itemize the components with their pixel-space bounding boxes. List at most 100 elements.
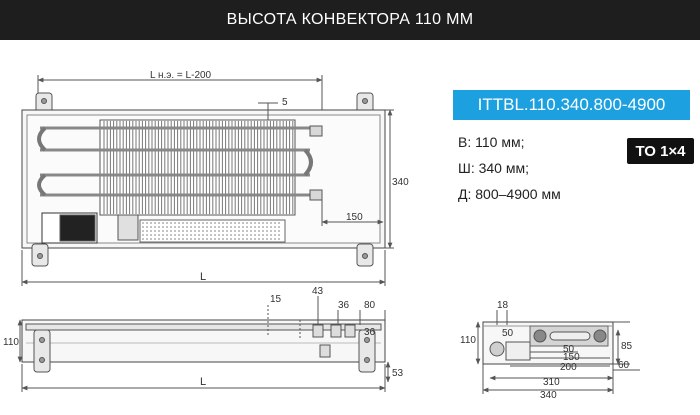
- grille-dot: [198, 226, 200, 228]
- grille-dot: [214, 230, 216, 232]
- grille-dot: [218, 226, 220, 228]
- grille-dot: [206, 222, 208, 224]
- grille-dot: [274, 230, 276, 232]
- grille-dot: [278, 238, 280, 240]
- grille-dot: [190, 234, 192, 236]
- grille-dot: [178, 226, 180, 228]
- grille-dot: [174, 238, 176, 240]
- top-view-dim-5: 5: [282, 97, 288, 108]
- grille-dot: [206, 230, 208, 232]
- grille-dot: [142, 230, 144, 232]
- grille-dot: [154, 234, 156, 236]
- grille-dot: [178, 222, 180, 224]
- section-view-dim-60: 60: [618, 360, 630, 371]
- section-view-dim-50a: 50: [502, 328, 514, 339]
- side-view-dim-36a: 36: [338, 300, 350, 311]
- grille-dot: [238, 238, 240, 240]
- grille-dot: [222, 226, 224, 228]
- grille-dot: [182, 222, 184, 224]
- grille-dot: [218, 234, 220, 236]
- grille-dot: [222, 230, 224, 232]
- grille-dot: [278, 226, 280, 228]
- heat-exchanger-badge: ТО 1×4: [627, 138, 694, 164]
- grille-dot: [146, 226, 148, 228]
- grille-dot: [234, 226, 236, 228]
- top-view: [21, 75, 394, 286]
- grille-dot: [246, 222, 248, 224]
- grille-dot: [278, 234, 280, 236]
- grille-dot: [190, 230, 192, 232]
- grille-dot: [210, 230, 212, 232]
- spec-width: Ш: 340 мм;: [458, 160, 529, 176]
- grille-dot: [234, 222, 236, 224]
- grille-dot: [174, 234, 176, 236]
- grille-dot: [194, 226, 196, 228]
- grille-dot: [254, 234, 256, 236]
- grille-dot: [226, 222, 228, 224]
- grille-dot: [158, 226, 160, 228]
- side-view-dim-15: 15: [270, 294, 282, 305]
- grille-dot: [266, 234, 268, 236]
- grille-dot: [198, 238, 200, 240]
- grille-dot: [230, 222, 232, 224]
- grille-dot: [250, 234, 252, 236]
- grille-dot: [230, 226, 232, 228]
- grille-dot: [258, 230, 260, 232]
- grille-dot: [262, 230, 264, 232]
- side-view-dim-l: L: [200, 376, 206, 388]
- grille-dot: [154, 238, 156, 240]
- grille-dot: [210, 238, 212, 240]
- grille-dot: [194, 234, 196, 236]
- grille-dot: [250, 226, 252, 228]
- grille-dot: [150, 222, 152, 224]
- grille-dot: [182, 234, 184, 236]
- grille-dot: [186, 230, 188, 232]
- grille-dot: [242, 238, 244, 240]
- page-title: ВЫСОТА КОНВЕКТОРА 110 ММ: [0, 0, 700, 40]
- grille-dot: [146, 230, 148, 232]
- grille-dot: [246, 234, 248, 236]
- grille-dot: [234, 230, 236, 232]
- grille-dot: [190, 222, 192, 224]
- grille-dot: [270, 238, 272, 240]
- grille-dot: [198, 234, 200, 236]
- grille-dot: [274, 234, 276, 236]
- grille-dot: [202, 226, 204, 228]
- grille-dot: [146, 234, 148, 236]
- grille-dot: [186, 238, 188, 240]
- grille-dot: [186, 222, 188, 224]
- grille-dot: [166, 234, 168, 236]
- grille-dot: [162, 230, 164, 232]
- grille-dot: [274, 238, 276, 240]
- grille-dot: [166, 230, 168, 232]
- grille-dot: [182, 238, 184, 240]
- grille-dot: [214, 222, 216, 224]
- grille-dot: [158, 222, 160, 224]
- grille-dot: [194, 230, 196, 232]
- grille-dot: [150, 230, 152, 232]
- grille-dot: [254, 238, 256, 240]
- grille-dot: [238, 222, 240, 224]
- grille-dot: [194, 222, 196, 224]
- grille-dot: [262, 238, 264, 240]
- section-view-dim-18: 18: [497, 300, 509, 311]
- section-view-dim-85: 85: [621, 341, 633, 352]
- grille-dot: [194, 238, 196, 240]
- grille-dot: [174, 230, 176, 232]
- top-view-dim-150: 150: [346, 212, 363, 223]
- grille-dot: [214, 238, 216, 240]
- grille-dot: [270, 234, 272, 236]
- grille-dot: [218, 238, 220, 240]
- grille-dot: [146, 238, 148, 240]
- grille-dot: [162, 234, 164, 236]
- grille-dot: [150, 234, 152, 236]
- section-view-dim-50b: 50: [563, 344, 575, 355]
- grille-dot: [226, 226, 228, 228]
- grille-dot: [210, 222, 212, 224]
- grille-dot: [222, 238, 224, 240]
- grille-dot: [190, 226, 192, 228]
- side-view-dim-43: 43: [312, 286, 324, 297]
- grille-dot: [170, 238, 172, 240]
- grille-dot: [170, 226, 172, 228]
- grille-dot: [162, 238, 164, 240]
